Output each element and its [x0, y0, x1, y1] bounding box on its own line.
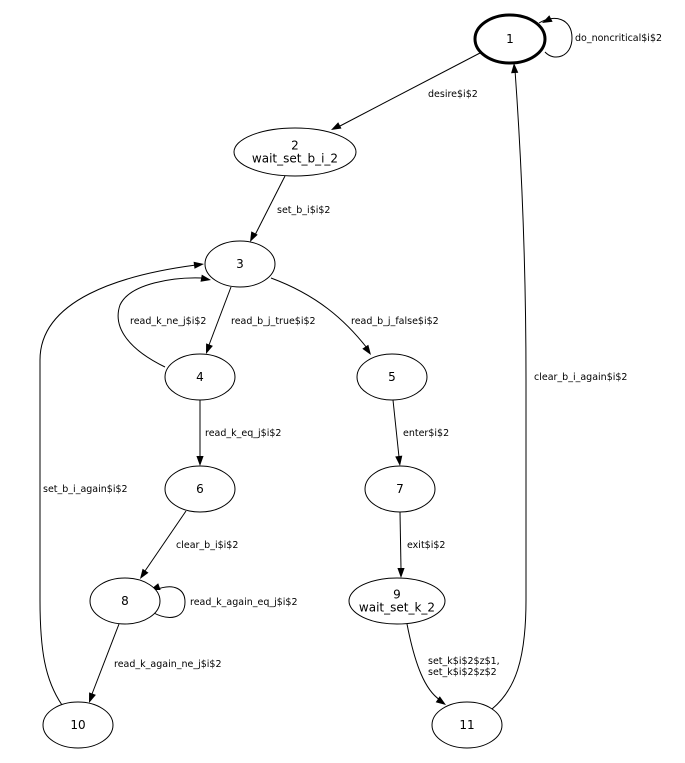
- edge-line-8-to-10: [91, 623, 120, 695]
- edge-label-7-to-9: exit$i$2: [407, 540, 445, 551]
- arrowhead-4-to-6: [196, 456, 204, 466]
- edge-label-1-to-2: desire$i$2: [428, 89, 478, 100]
- edge-label-9-to-11: set_k$i$2$z$1,set_k$i$2$z$2: [428, 656, 500, 678]
- edge-label-8-to-8: read_k_again_eq_j$i$2: [190, 597, 298, 608]
- state-node-6-label: 6: [196, 482, 204, 496]
- arrowhead-3-to-5: [362, 344, 371, 355]
- edge-line-9-to-11: [406, 623, 441, 701]
- state-node-8[interactable]: 8: [89, 577, 161, 625]
- edge-label-8-to-10: read_k_again_ne_j$i$2: [114, 659, 222, 670]
- edge-label-2-to-3: set_b_i$i$2: [277, 205, 330, 216]
- edge-line-10-to-3: [39, 264, 197, 706]
- arrowhead-5-to-7: [395, 455, 403, 466]
- state-node-11-label: 11: [459, 718, 474, 732]
- arrowhead-9-to-11: [435, 696, 446, 705]
- edge-8-to-10: [89, 623, 120, 703]
- edge-2-to-3: [250, 175, 286, 242]
- edge-4-to-3: [117, 274, 211, 368]
- edge-label-3-to-5: read_b_j_false$i$2: [351, 316, 439, 327]
- arrowhead-8-to-10: [89, 692, 96, 703]
- state-node-9-label: 9: [393, 588, 401, 602]
- state-node-5-label: 5: [388, 370, 396, 384]
- edge-label-6-to-8: clear_b_i$i$2: [176, 540, 238, 551]
- edge-10-to-3: [39, 261, 204, 706]
- edge-label-5-to-7: enter$i$2: [403, 428, 449, 439]
- edge-label-4-to-6: read_k_eq_j$i$2: [205, 428, 281, 439]
- edge-line-4-to-3: [117, 277, 203, 368]
- edge-label-11-to-1: clear_b_i_again$i$2: [534, 372, 627, 383]
- state-node-4-shape: [164, 353, 236, 401]
- state-node-1-shape: [473, 13, 547, 65]
- state-node-7-shape: [364, 465, 436, 513]
- edge-line-8-to-8: [151, 586, 186, 618]
- state-node-4-label: 4: [196, 370, 204, 384]
- state-node-8-shape: [89, 577, 161, 625]
- edge-line-3-to-5: [270, 277, 368, 349]
- edge-line-6-to-8: [144, 510, 187, 572]
- arrowhead-1-to-2: [331, 122, 342, 130]
- state-node-8-label: 8: [121, 594, 129, 608]
- state-node-9-shape: [348, 577, 446, 625]
- state-node-7[interactable]: 7: [364, 465, 436, 513]
- edge-label-3-to-4: read_b_j_true$i$2: [231, 316, 316, 327]
- state-node-5[interactable]: 5: [356, 353, 428, 401]
- edge-line-5-to-7: [392, 399, 400, 458]
- edge-4-to-6: [196, 400, 204, 466]
- state-node-2-label: 2: [291, 139, 299, 153]
- arrowhead-7-to-9: [397, 568, 405, 578]
- edge-layer: [39, 15, 573, 710]
- edge-label-4-to-3: read_k_ne_j$i$2: [130, 316, 206, 327]
- state-node-6[interactable]: 6: [164, 465, 236, 513]
- arrowhead-2-to-3: [250, 231, 258, 242]
- state-node-1[interactable]: 1: [473, 13, 547, 65]
- state-node-10-label: 10: [70, 718, 85, 732]
- state-node-11[interactable]: 11: [431, 701, 503, 749]
- edge-label-1-to-1: do_noncritical$i$2: [575, 33, 662, 44]
- state-node-1-label: 1: [506, 32, 514, 46]
- state-node-5-shape: [356, 353, 428, 401]
- state-node-3-label: 3: [236, 257, 244, 271]
- edge-6-to-8: [140, 510, 187, 579]
- state-node-2-shape: [233, 127, 357, 177]
- edge-line-2-to-3: [254, 175, 286, 236]
- state-node-10-shape: [42, 701, 114, 749]
- state-node-3-shape: [204, 240, 276, 288]
- edge-line-1-to-1: [538, 18, 573, 58]
- state-node-11-shape: [431, 701, 503, 749]
- edge-line-1-to-2: [339, 52, 481, 127]
- edge-line-3-to-4: [208, 286, 232, 346]
- edge-3-to-4: [206, 286, 232, 354]
- arrowhead-6-to-8: [140, 568, 149, 579]
- state-node-6-shape: [164, 465, 236, 513]
- edge-line-7-to-9: [399, 511, 402, 570]
- arrowhead-1-to-1: [542, 15, 553, 23]
- edge-5-to-7: [392, 399, 403, 466]
- arrowhead-11-to-1: [511, 63, 519, 74]
- edge-1-to-1: [538, 15, 573, 58]
- state-node-10[interactable]: 10: [42, 701, 114, 749]
- edge-11-to-1: [491, 63, 527, 710]
- arrowhead-4-to-3: [200, 274, 211, 282]
- edge-label-layer: do_noncritical$i$2 desire$i$2 set_b_i$i$2r…: [43, 33, 662, 678]
- state-node-7-label: 7: [396, 482, 404, 496]
- edge-label-10-to-3: set_b_i_again$i$2: [43, 484, 128, 495]
- arrowhead-3-to-4: [206, 343, 213, 354]
- state-node-9-label: wait_set_k_2: [359, 601, 435, 615]
- state-node-4[interactable]: 4: [164, 353, 236, 401]
- edge-1-to-2: [331, 52, 481, 130]
- state-node-2-label: wait_set_b_i_2: [252, 152, 338, 166]
- state-node-3[interactable]: 3: [204, 240, 276, 288]
- edge-3-to-5: [270, 277, 371, 355]
- edge-line-11-to-1: [491, 69, 527, 710]
- arrowhead-10-to-3: [193, 261, 204, 269]
- edge-9-to-11: [406, 623, 446, 705]
- edge-7-to-9: [397, 511, 405, 578]
